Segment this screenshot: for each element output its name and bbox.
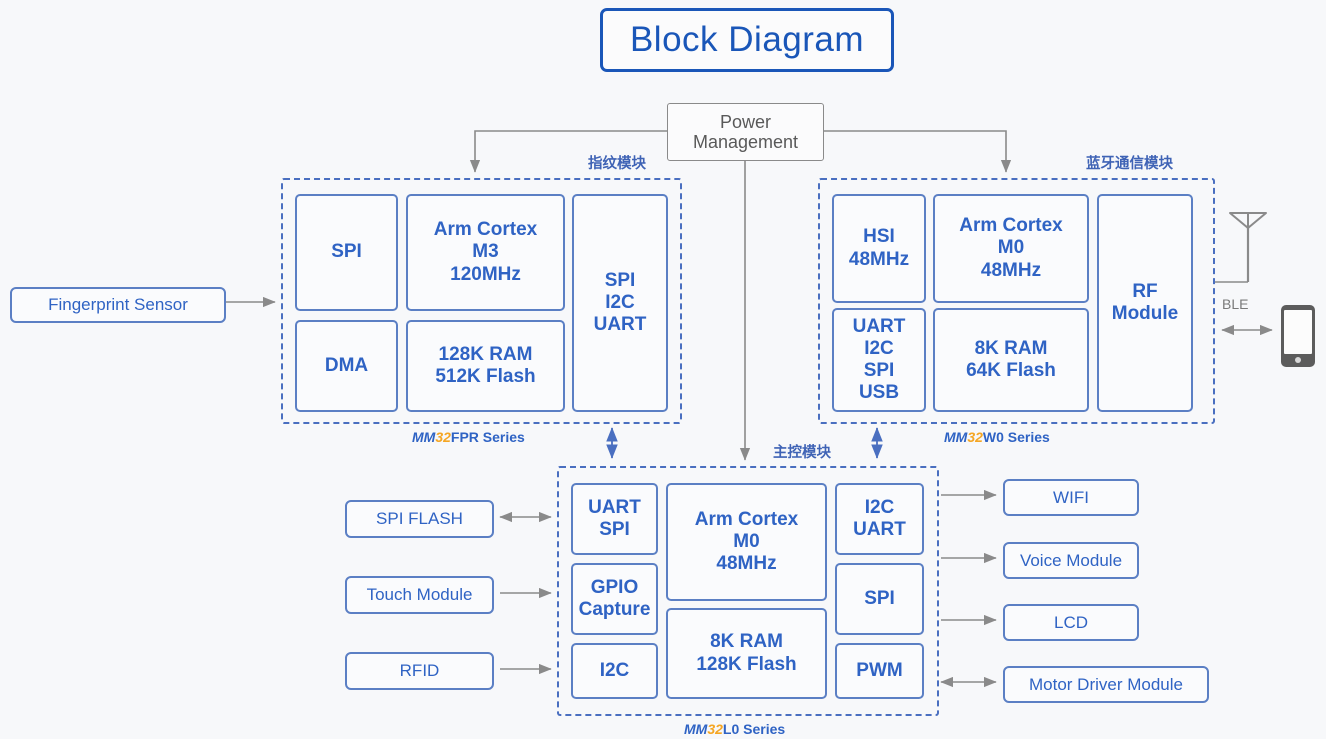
- bt-if-line4: USB: [858, 382, 900, 404]
- fp-if-line2: I2C: [605, 291, 635, 313]
- mc-gpio-line2: Capture: [578, 599, 651, 620]
- bt-memory-line1: 8K RAM: [974, 337, 1048, 359]
- peripheral-touch-module[interactable]: Touch Module: [345, 576, 494, 614]
- mc-i2cuart-line2: UART: [853, 519, 906, 540]
- antenna-icon: [1229, 212, 1267, 282]
- mc-i2cuart-line1: I2C: [864, 496, 895, 518]
- fp-core-line1: Arm Cortex: [433, 219, 538, 241]
- fp-if-line1: SPI: [604, 269, 636, 291]
- bt-core-line3: 48MHz: [980, 259, 1042, 281]
- peripheral-fingerprint-sensor[interactable]: Fingerprint Sensor: [10, 287, 226, 323]
- fp-dma-line1: DMA: [324, 354, 369, 376]
- bt-if-line2: I2C: [864, 337, 894, 359]
- mc-block-gpio-capture: GPIO Capture: [571, 563, 658, 635]
- series-tail-text: W0 Series: [982, 429, 1050, 445]
- smartphone-icon: [1281, 305, 1315, 367]
- series-tail-text: FPR Series: [450, 429, 525, 445]
- series-number-text: 32: [967, 429, 983, 445]
- bt-core-line1: Arm Cortex: [959, 215, 1063, 237]
- fingerprint-module-cn-label: 指纹模块: [588, 156, 646, 172]
- bt-block-rf: RF Module: [1097, 194, 1193, 412]
- peripheral-voice-module[interactable]: Voice Module: [1003, 542, 1139, 579]
- fp-if-line3: UART: [593, 314, 647, 336]
- mc-gpio-line1: GPIO: [590, 576, 639, 598]
- bt-block-core: Arm Cortex M0 48MHz: [933, 194, 1089, 303]
- mc-pwm-line1: PWM: [856, 659, 903, 681]
- page-title: Block Diagram: [600, 8, 894, 72]
- bt-rf-line2: Module: [1111, 303, 1179, 324]
- bt-core-line2: M0: [997, 237, 1025, 259]
- mc-block-i2c-uart: I2C UART: [835, 483, 924, 555]
- fp-memory-line2: 512K Flash: [435, 366, 536, 387]
- series-number-text: 32: [435, 429, 451, 445]
- series-mm-text: MM: [684, 721, 708, 737]
- mc-core-line3: 48MHz: [716, 553, 777, 575]
- fp-spi-line1: SPI: [331, 241, 362, 263]
- main-control-series-label: MM32L0 Series: [684, 721, 785, 737]
- fp-block-interfaces: SPI I2C UART: [572, 194, 668, 412]
- peripheral-wifi[interactable]: WIFI: [1003, 479, 1139, 516]
- mc-i2c-line1: I2C: [599, 659, 630, 681]
- fingerprint-module-group: [281, 178, 682, 424]
- fp-block-core: Arm Cortex M3 120MHz: [406, 194, 565, 311]
- bt-block-interfaces: UART I2C SPI USB: [832, 308, 926, 412]
- bt-hsi-line1: HSI: [863, 226, 895, 248]
- bluetooth-module-group: [818, 178, 1215, 424]
- mc-block-uart-spi: UART SPI: [571, 483, 658, 555]
- mc-uartspi-line2: SPI: [599, 519, 630, 540]
- mc-block-spi: SPI: [835, 563, 924, 635]
- peripheral-rfid[interactable]: RFID: [345, 652, 494, 690]
- mc-block-memory: 8K RAM 128K Flash: [666, 608, 827, 699]
- mc-block-core: Arm Cortex M0 48MHz: [666, 483, 827, 601]
- fp-block-memory: 128K RAM 512K Flash: [406, 320, 565, 412]
- main-control-module-cn-label: 主控模块: [773, 445, 831, 461]
- main-control-module-group: [557, 466, 939, 716]
- fp-block-spi: SPI: [295, 194, 398, 311]
- fp-core-line3: 120MHz: [450, 263, 521, 285]
- series-mm-text: MM: [944, 429, 968, 445]
- fp-core-line2: M3: [472, 241, 499, 263]
- bt-block-memory: 8K RAM 64K Flash: [933, 308, 1089, 412]
- smartphone-screen: [1284, 310, 1312, 354]
- mc-core-line1: Arm Cortex: [694, 508, 799, 530]
- bt-block-hsi: HSI 48MHz: [832, 194, 926, 303]
- bt-if-line3: SPI: [863, 360, 895, 381]
- peripheral-spi-flash[interactable]: SPI FLASH: [345, 500, 494, 538]
- series-number-text: 32: [707, 721, 723, 737]
- mc-block-pwm: PWM: [835, 643, 924, 699]
- power-management-block: Power Management: [667, 103, 824, 161]
- mc-core-line2: M0: [733, 530, 760, 552]
- bluetooth-module-cn-label: 蓝牙通信模块: [1086, 156, 1173, 172]
- series-tail-text: L0 Series: [722, 721, 786, 737]
- bluetooth-series-label: MM32W0 Series: [944, 429, 1050, 445]
- bt-rf-line1: RF: [1132, 280, 1158, 302]
- mc-memory-line2: 128K Flash: [696, 653, 797, 675]
- bt-hsi-line2: 48MHz: [848, 248, 910, 270]
- mc-memory-line1: 8K RAM: [710, 631, 783, 653]
- ble-label: BLE: [1222, 296, 1249, 312]
- bt-memory-line2: 64K Flash: [966, 360, 1056, 381]
- peripheral-lcd[interactable]: LCD: [1003, 604, 1139, 641]
- fp-block-dma: DMA: [295, 320, 398, 412]
- peripheral-motor-driver-module[interactable]: Motor Driver Module: [1003, 666, 1209, 703]
- fingerprint-series-label: MM32FPR Series: [412, 429, 525, 445]
- mc-block-i2c: I2C: [571, 643, 658, 699]
- power-management-line1: Power: [719, 111, 772, 132]
- fp-memory-line1: 128K RAM: [438, 343, 533, 365]
- mc-spi-line1: SPI: [864, 587, 895, 609]
- mc-uartspi-line1: UART: [588, 496, 641, 518]
- bt-if-line1: UART: [852, 315, 906, 337]
- power-management-line2: Management: [692, 132, 799, 152]
- smartphone-home-button: [1295, 357, 1301, 363]
- series-mm-text: MM: [412, 429, 436, 445]
- wire-power-to-bluetooth: [822, 130, 1012, 173]
